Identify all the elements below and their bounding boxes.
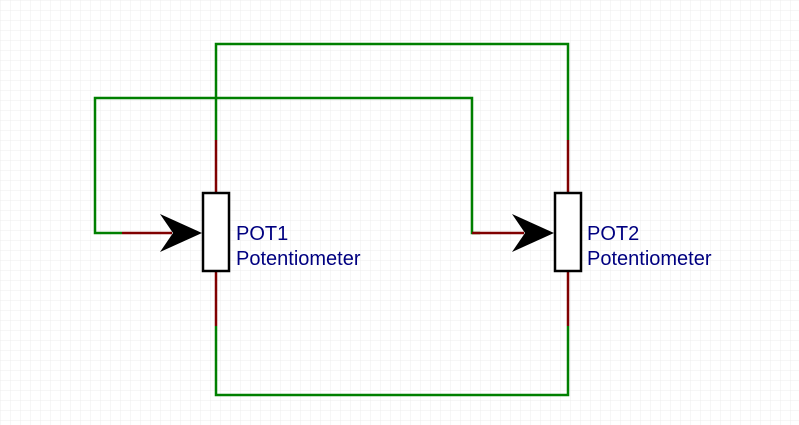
pot2-value-label: Potentiometer xyxy=(587,248,712,270)
pot1-value-label: Potentiometer xyxy=(236,248,361,270)
wire-pot1-bottom-to-pot2-bottom[interactable] xyxy=(214,326,570,397)
pot2-symbol[interactable] xyxy=(472,140,583,326)
wire-pot1-top-to-pot2-top[interactable] xyxy=(214,42,570,140)
pot1-ref-label: POT1 xyxy=(236,223,288,245)
pot1-wiper-arrow xyxy=(160,214,202,252)
pot2-ref-label: POT2 xyxy=(587,223,639,245)
pot1-symbol[interactable] xyxy=(122,140,231,326)
pot2-body xyxy=(553,191,583,273)
pot1-body xyxy=(201,191,231,273)
pot2-wiper-arrow xyxy=(512,214,554,252)
